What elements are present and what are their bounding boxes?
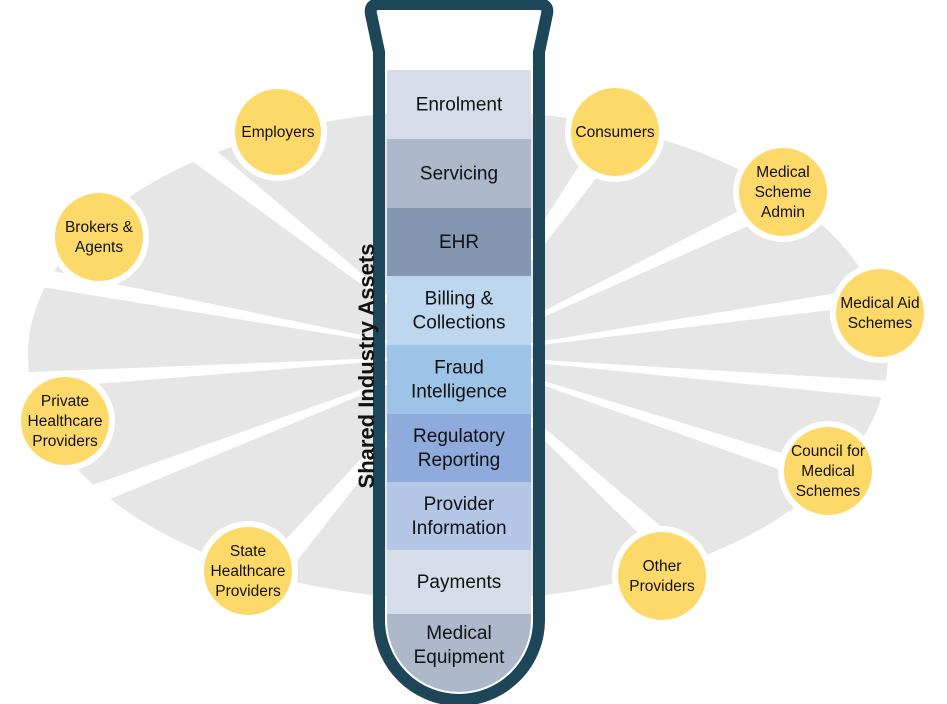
- side-title: Shared Industry Assets: [354, 244, 379, 489]
- stakeholder-label: Medical Aid: [840, 295, 919, 312]
- stakeholder-label: Council for: [791, 443, 865, 460]
- tube-segment-label: Medical: [426, 623, 491, 644]
- stakeholder-circle: [565, 82, 665, 182]
- tube-segment-label: Intelligence: [411, 382, 507, 403]
- stakeholder-label: Consumers: [575, 124, 654, 141]
- stakeholder-label: Employers: [241, 124, 314, 141]
- tube-segment-label: Payments: [417, 572, 501, 593]
- tube-segment-label: Equipment: [414, 647, 506, 668]
- stakeholder-label: State: [230, 543, 266, 560]
- stakeholder-node-brokers-agents: Brokers & Agents: [49, 187, 149, 287]
- tube-segment: Billing & Collections: [387, 276, 531, 345]
- tube-segment-label: Fraud: [434, 358, 484, 379]
- stakeholder-label: Healthcare: [28, 413, 103, 430]
- stakeholder-label: Admin: [761, 204, 805, 221]
- stakeholder-label: Providers: [215, 583, 281, 600]
- stakeholder-label: Medical: [756, 164, 809, 181]
- connector-wedge: [458, 355, 882, 470]
- stakeholder-label: Schemes: [848, 315, 913, 332]
- tube-segment-label: Reporting: [418, 450, 500, 471]
- tube-segment-fill: [387, 70, 531, 139]
- tube-segment: Payments: [387, 550, 531, 614]
- tube-segment-label: Provider: [424, 494, 495, 515]
- stakeholder-circle: [198, 521, 298, 621]
- tube-segment-fill: [387, 550, 531, 614]
- connector-wedge: [110, 355, 458, 572]
- tube-segment-fill: [387, 482, 531, 550]
- tube-segment-label: Information: [411, 518, 506, 539]
- stakeholder-label: Healthcare: [211, 563, 286, 580]
- connector-wedge: [458, 355, 823, 559]
- stakeholder-label: Providers: [629, 578, 695, 595]
- tube-segment-label: Servicing: [420, 164, 498, 185]
- tube-segment-fill: [387, 276, 531, 345]
- stakeholder-circle: [830, 263, 930, 363]
- connector-wedge: [53, 161, 459, 355]
- tube-segment-fill: [387, 139, 531, 208]
- tube-segment: Enrolment: [387, 70, 531, 139]
- stakeholder-circle: [778, 421, 878, 521]
- stakeholder-label: Scheme: [755, 184, 812, 201]
- stakeholder-label: Schemes: [796, 483, 861, 500]
- stakeholder-circle: [49, 187, 149, 287]
- connector-wedge: [27, 287, 459, 373]
- stakeholder-label: Brokers &: [65, 219, 134, 236]
- tube-segment-label: EHR: [439, 232, 479, 253]
- tube-segment-label: Collections: [413, 313, 506, 334]
- tube-segment-fill: [387, 345, 531, 414]
- stakeholder-circle: [229, 83, 327, 181]
- connector-wedge: [32, 355, 458, 485]
- tube-segment-label: Regulatory: [413, 426, 505, 447]
- tube-segment-label: Billing &: [425, 289, 494, 310]
- tube-segment-fill: [387, 414, 531, 482]
- stakeholder-circle: [733, 142, 833, 242]
- tube-outline: [364, 0, 554, 704]
- stakeholder-circle: [15, 371, 115, 471]
- tube-segment: EHR: [387, 208, 531, 276]
- stakeholder-label: Agents: [75, 239, 124, 256]
- stakeholder-node-employers: Employers: [229, 83, 327, 181]
- stakeholder-label: Private: [41, 393, 89, 410]
- tube-segment-fill: [387, 208, 531, 276]
- stakeholder-circle: [612, 526, 712, 626]
- stakeholder-label: Medical: [801, 463, 854, 480]
- stakeholder-label: Providers: [32, 433, 98, 450]
- connector-wedge: [458, 304, 888, 381]
- connector-wedge: [458, 204, 872, 355]
- stakeholder-label: Other: [643, 558, 682, 575]
- tube-segment: Servicing: [387, 139, 531, 208]
- tube-segment-label: Enrolment: [416, 95, 503, 116]
- stakeholder-node-consumers: Consumers: [565, 82, 665, 182]
